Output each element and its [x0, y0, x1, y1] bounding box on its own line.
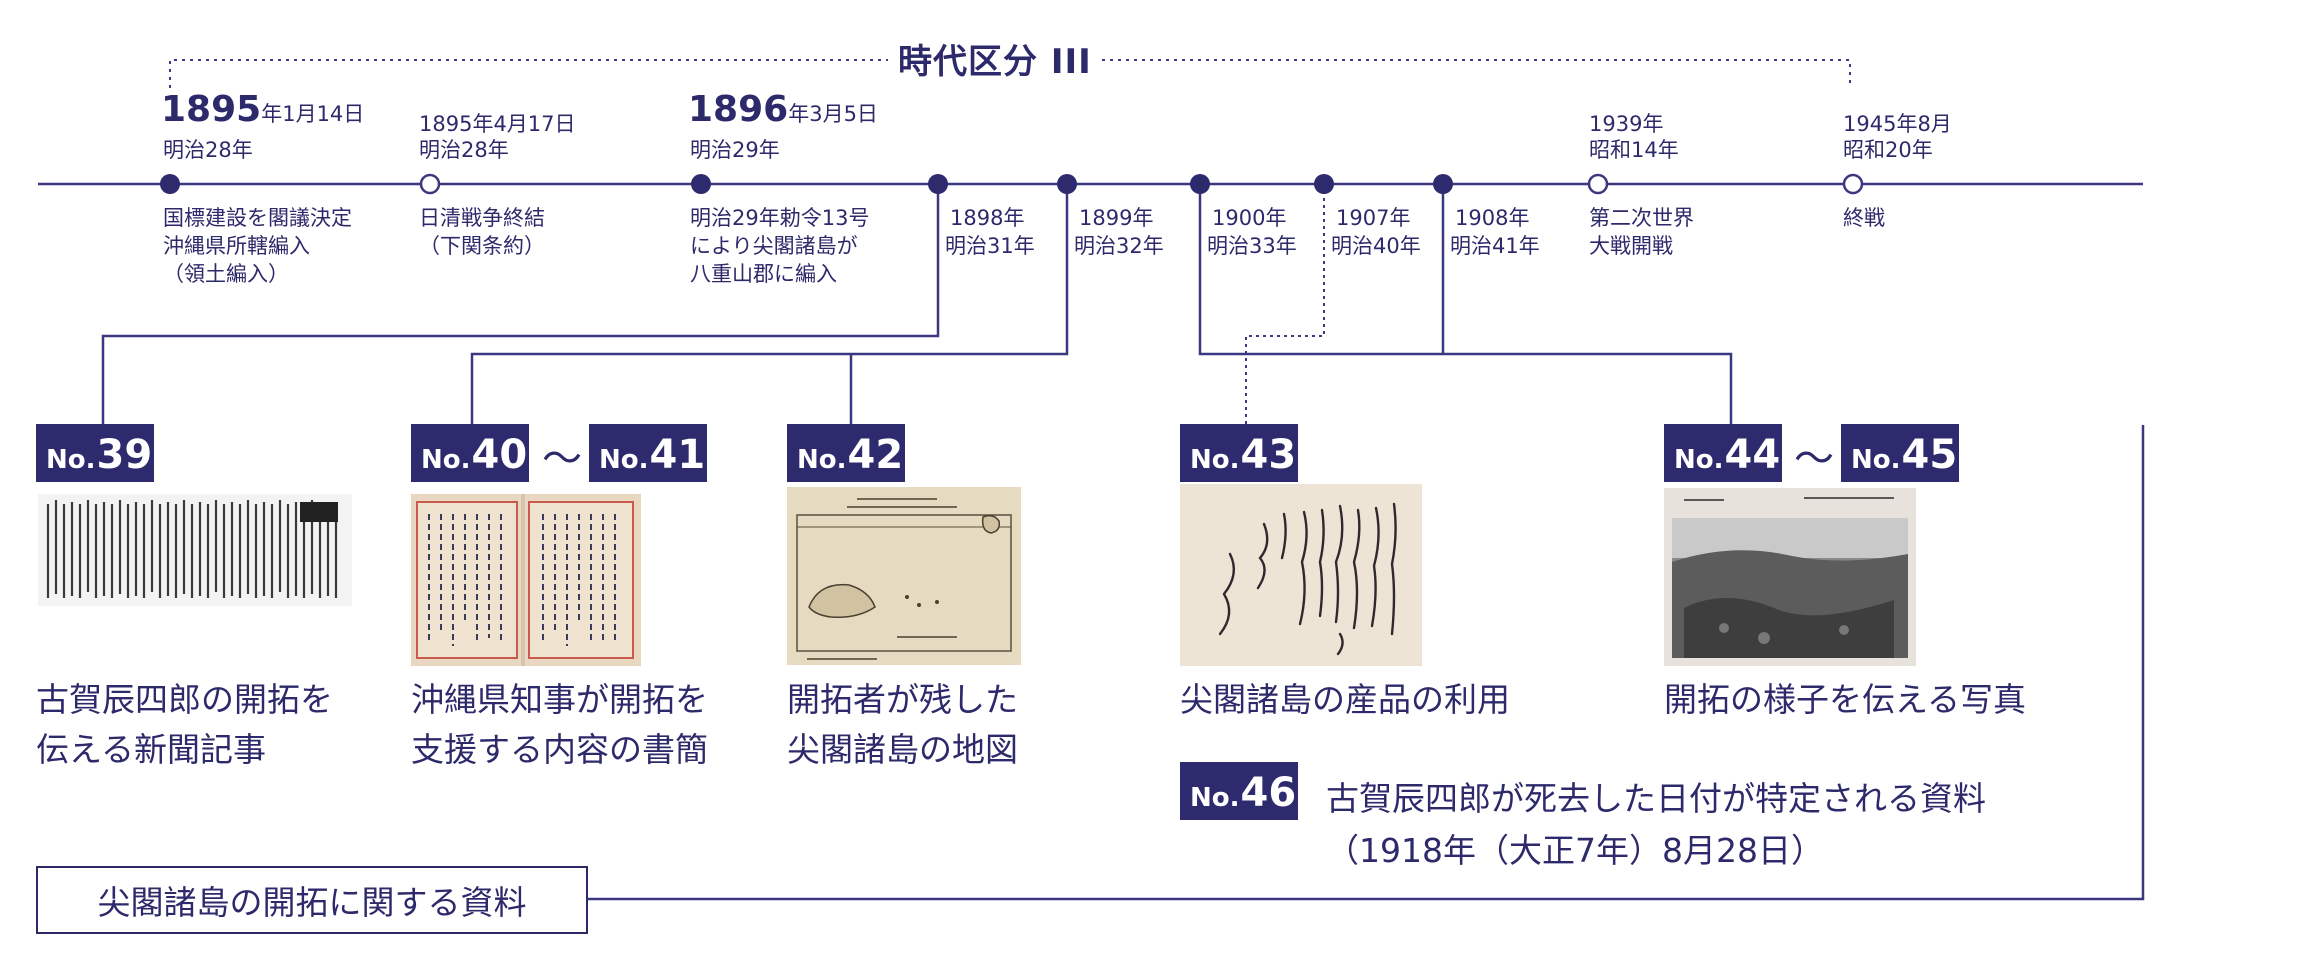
era-1907: 明治40年	[1331, 234, 1421, 258]
range-tilde: 〜	[542, 436, 582, 482]
dot-1945	[1842, 173, 1864, 195]
era-1900: 明治33年	[1207, 234, 1297, 258]
date-1908: 1908年	[1455, 206, 1530, 230]
map-photo	[787, 487, 1021, 665]
dot-1898	[928, 174, 948, 194]
product-letter-photo	[1180, 484, 1422, 666]
tag-no46: No.46	[1180, 762, 1298, 820]
dot-1900	[1190, 174, 1210, 194]
era-1895-jan: 明治28年	[163, 138, 253, 162]
date-1907: 1907年	[1336, 206, 1411, 230]
date-1895-apr: 1895年4月17日	[419, 112, 576, 136]
dot-1899	[1057, 174, 1077, 194]
event-1939: 第二次世界大戦開戦	[1589, 206, 1694, 258]
newspaper-photo	[38, 494, 352, 606]
caption-no46: 古賀辰四郎が死去した日付が特定される資料（1918年（大正7年）8月28日）	[1326, 779, 1986, 870]
caption-no42: 開拓者が残した尖閣諸島の地図	[787, 680, 1018, 769]
date-1899: 1899年	[1079, 206, 1154, 230]
dot-1895-jan	[160, 174, 180, 194]
date-1898: 1898年	[950, 206, 1025, 230]
date-1895-jan: 1895年1月14日	[161, 89, 365, 130]
era-title: 時代区分 III	[888, 40, 1102, 84]
date-year-big: 1895	[161, 89, 262, 130]
section-label: 尖閣諸島の開拓に関する資料	[36, 866, 588, 934]
date-1896: 1896年3月5日	[688, 89, 878, 130]
era-1896: 明治29年	[690, 138, 780, 162]
tag-no39: No.39	[36, 424, 154, 482]
pioneer-photo	[1664, 488, 1916, 666]
date-1900: 1900年	[1212, 206, 1287, 230]
event-1895-jan: 国標建設を閣議決定沖縄県所轄編入（領土編入）	[163, 206, 352, 286]
tag-no40: No.40	[411, 424, 529, 482]
tag-no42: No.42	[787, 424, 905, 482]
era-1899: 明治32年	[1074, 234, 1164, 258]
era-1945: 昭和20年	[1843, 138, 1933, 162]
event-1895-apr: 日清戦争終結（下関条約）	[419, 206, 545, 258]
dot-1895-apr	[419, 173, 441, 195]
date-1939: 1939年	[1589, 112, 1664, 136]
tag-no44: No.44	[1664, 424, 1782, 482]
dot-1896	[691, 174, 711, 194]
tag-no41: No.41	[589, 424, 707, 482]
era-1898: 明治31年	[945, 234, 1035, 258]
dot-1939	[1587, 173, 1609, 195]
era-1895-apr: 明治28年	[419, 138, 509, 162]
event-1945: 終戦	[1843, 206, 1885, 230]
tag-no43: No.43	[1180, 424, 1298, 482]
letter-photo	[411, 494, 641, 666]
dot-1908	[1433, 174, 1453, 194]
caption-no39: 古賀辰四郎の開拓を伝える新聞記事	[36, 680, 333, 769]
dot-1907	[1314, 174, 1334, 194]
date-1945: 1945年8月	[1843, 112, 1952, 136]
caption-no43: 尖閣諸島の産品の利用	[1180, 680, 1510, 719]
caption-no44-45: 開拓の様子を伝える写真	[1664, 680, 2027, 719]
era-1939: 昭和14年	[1589, 138, 1679, 162]
tag-no45: No.45	[1841, 424, 1959, 482]
caption-no40-41: 沖縄県知事が開拓を支援する内容の書簡	[411, 680, 708, 769]
range-tilde: 〜	[1794, 436, 1834, 482]
event-1896: 明治29年勅令13号により尖閣諸島が八重山郡に編入	[690, 206, 870, 286]
date-year-big: 1896	[688, 89, 789, 130]
era-1908: 明治41年	[1450, 234, 1540, 258]
